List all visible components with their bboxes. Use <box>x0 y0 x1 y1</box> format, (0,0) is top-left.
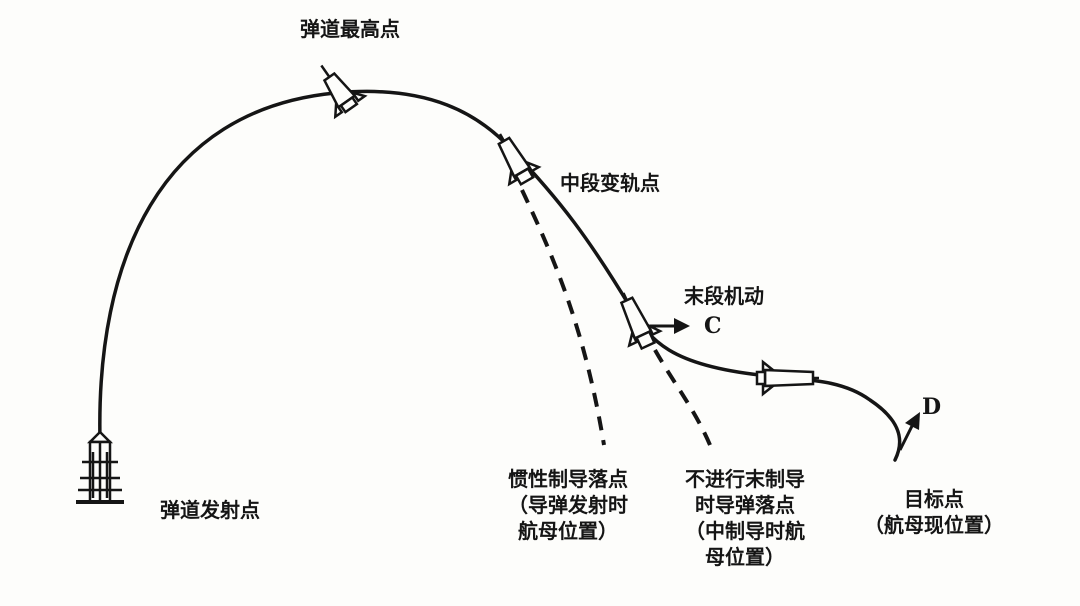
maneuver-arrow-c-icon <box>650 318 690 334</box>
inertial-impact-line2: （导弹发射时 <box>508 493 628 517</box>
midcourse-label: 中段变轨点 <box>560 171 660 195</box>
missile-apex-icon <box>320 64 368 120</box>
target-point-line2: （航母现位置） <box>864 513 1004 537</box>
launch-tower-icon <box>76 420 124 504</box>
maneuver-arrow-d-icon <box>898 412 920 451</box>
target-point-label: 目标点 （航母现位置） <box>850 486 1018 538</box>
missile-glide-icon <box>755 359 819 397</box>
terminal-maneuver-label: 末段机动 <box>684 284 764 308</box>
no-terminal-guidance-line3: （中制导时航 <box>685 519 805 543</box>
missile-midcourse-icon <box>497 133 542 187</box>
inertial-impact-dashed-line <box>520 189 606 446</box>
inertial-impact-label: 惯性制导落点 （导弹发射时 航母位置） <box>486 466 650 544</box>
no-terminal-guidance-line2: 时导弹落点 <box>695 493 795 517</box>
launch-point-label: 弹道发射点 <box>160 498 260 522</box>
apex-label: 弹道最高点 <box>300 17 400 41</box>
inertial-impact-line1: 惯性制导落点 <box>508 467 628 491</box>
no-terminal-guidance-label: 不进行末制导 时导弹落点 （中制导时航 母位置） <box>670 466 820 570</box>
no-terminal-guidance-dashed-line <box>653 349 712 446</box>
marker-c-label: C <box>704 313 722 339</box>
no-terminal-guidance-line1: 不进行末制导 <box>685 467 805 491</box>
inertial-impact-line3: 航母位置） <box>518 519 618 543</box>
main-trajectory-line <box>98 89 902 462</box>
marker-d-label: D <box>922 394 942 420</box>
no-terminal-guidance-line4: 母位置） <box>705 545 785 569</box>
target-point-line1: 目标点 <box>904 487 964 511</box>
missile-terminal-icon <box>619 292 663 351</box>
